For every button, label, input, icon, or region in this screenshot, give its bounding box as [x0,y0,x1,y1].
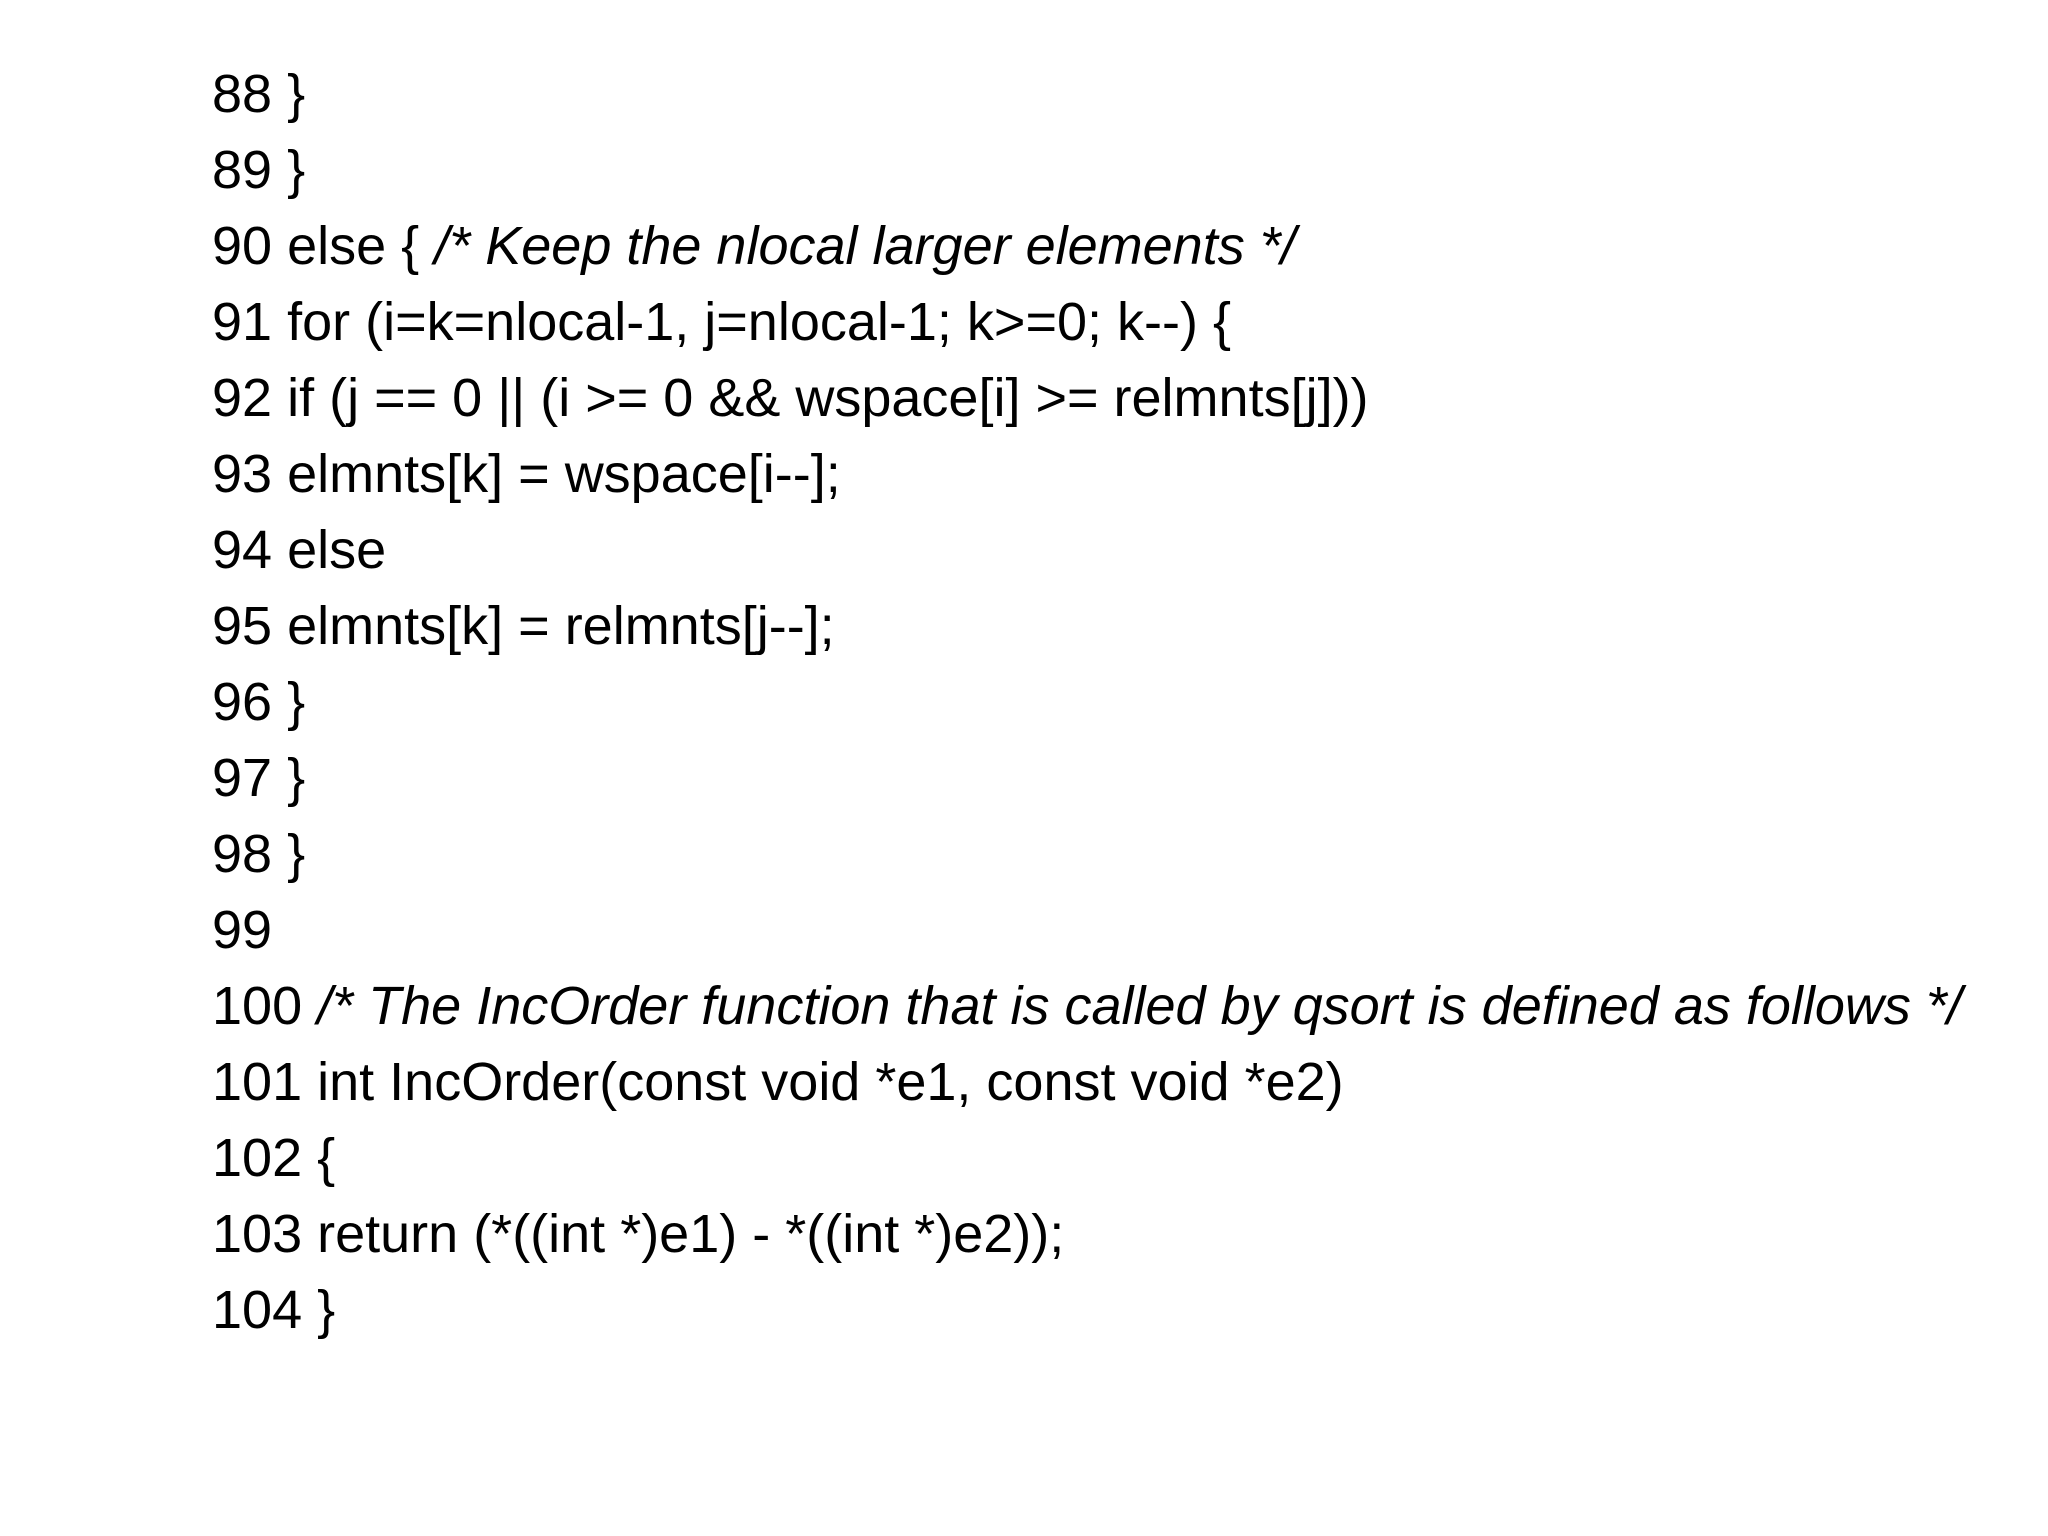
line-number: 103 [212,1204,303,1264]
line-number: 95 [212,596,273,656]
line-number: 100 [212,976,303,1036]
code-text: elmnts[k] = wspace[i--]; [287,444,841,504]
code-text: elmnts[k] = relmnts[j--]; [287,596,835,656]
line-number: 96 [212,672,273,732]
code-line: 98 } [212,816,1982,892]
code-line: 91 for (i=k=nlocal-1, j=nlocal-1; k>=0; … [212,284,1982,360]
code-line: 97 } [212,740,1982,816]
code-text: else [287,520,387,580]
line-number: 98 [212,824,273,884]
code-line: 90 else { /* Keep the nlocal larger elem… [212,208,1982,284]
code-text: } [287,748,306,808]
line-number: 102 [212,1128,303,1188]
code-line: 96 } [212,664,1982,740]
line-number: 104 [212,1280,303,1340]
code-line: 100 /* The IncOrder function that is cal… [212,968,1982,1044]
line-number: 94 [212,520,273,580]
code-line: 95 elmnts[k] = relmnts[j--]; [212,588,1982,664]
code-text: return (*((int *)e1) - *((int *)e2)); [317,1204,1065,1264]
code-text: } [287,672,306,732]
code-text: } [287,140,306,200]
code-line: 94 else [212,512,1982,588]
code-line: 102 { [212,1120,1982,1196]
code-comment: /* The IncOrder function that is called … [317,976,1962,1036]
line-number: 99 [212,900,273,960]
line-number: 97 [212,748,273,808]
line-number: 90 [212,216,273,276]
line-number: 88 [212,64,273,124]
code-text: for (i=k=nlocal-1, j=nlocal-1; k>=0; k--… [287,292,1232,352]
code-line: 92 if (j == 0 || (i >= 0 && wspace[i] >=… [212,360,1982,436]
code-text: } [317,1280,336,1340]
line-number: 101 [212,1052,303,1112]
line-number: 93 [212,444,273,504]
code-line: 99 [212,892,1982,968]
code-comment: /* Keep the nlocal larger elements */ [434,216,1296,276]
code-line: 88 } [212,56,1982,132]
code-line: 103 return (*((int *)e1) - *((int *)e2))… [212,1196,1982,1272]
line-number: 89 [212,140,273,200]
code-listing: 88 } 89 } 90 else { /* Keep the nlocal l… [212,56,1982,1348]
line-number: 92 [212,368,273,428]
code-line: 101 int IncOrder(const void *e1, const v… [212,1044,1982,1120]
code-line: 89 } [212,132,1982,208]
code-line: 93 elmnts[k] = wspace[i--]; [212,436,1982,512]
code-text: else { [287,216,420,276]
code-text: int IncOrder(const void *e1, const void … [317,1052,1344,1112]
line-number: 91 [212,292,273,352]
code-text: if (j == 0 || (i >= 0 && wspace[i] >= re… [287,368,1369,428]
code-line: 104 } [212,1272,1982,1348]
code-text: } [287,824,306,884]
code-text: { [317,1128,336,1188]
code-text: } [287,64,306,124]
